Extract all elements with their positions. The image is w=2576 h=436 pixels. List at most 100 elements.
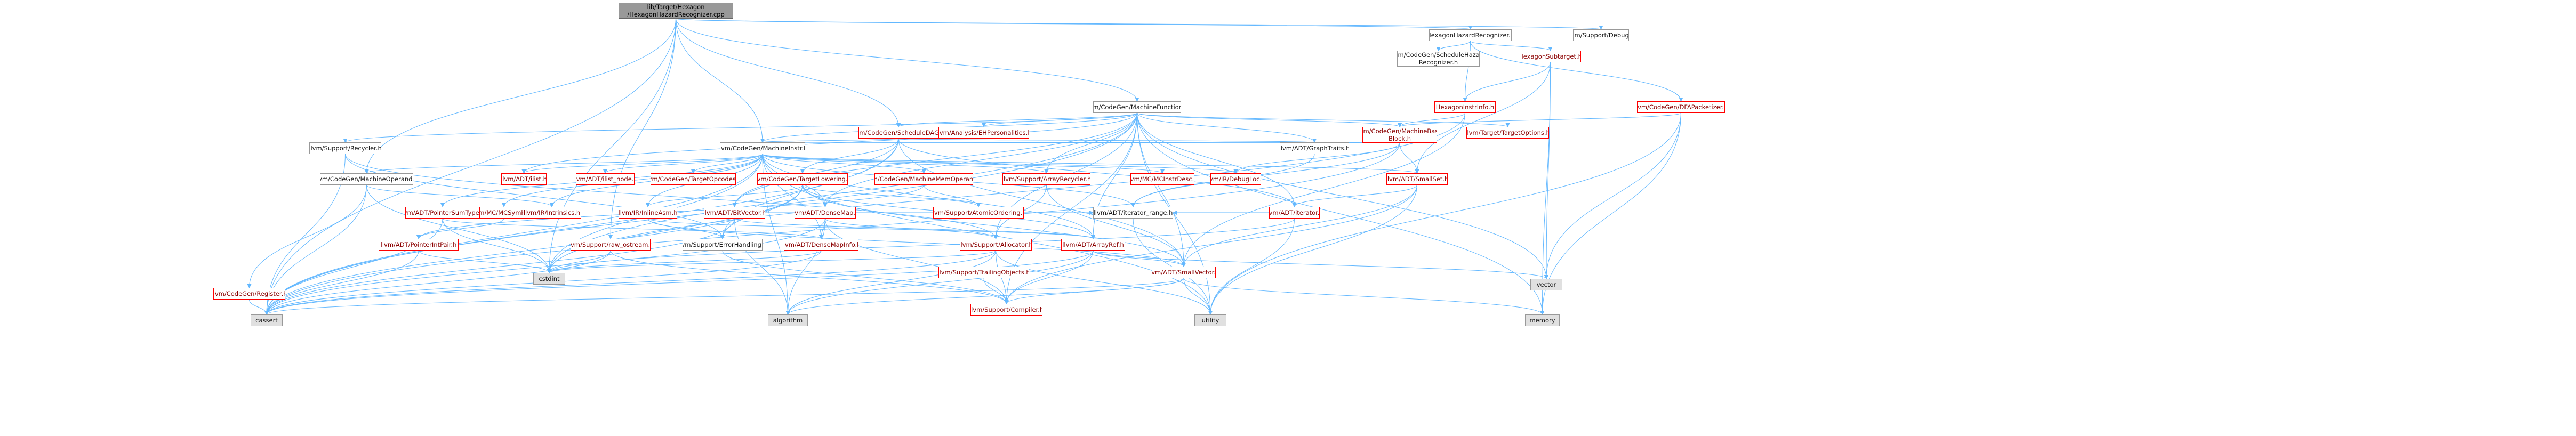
node-bit-vector-h[interactable]: llvm/ADT/BitVector.h: [704, 207, 765, 219]
node-dense-map-h[interactable]: llvm/ADT/DenseMap.h: [795, 207, 856, 219]
edge-smallvector-to-memory: [1183, 278, 1545, 315]
node-ilist-node-h[interactable]: llvm/ADT/ilist_node.h: [576, 173, 635, 185]
node-algorithm[interactable]: algorithm: [768, 314, 808, 326]
edge-mbb-to-smallset: [1399, 142, 1419, 174]
node-trailing-objects-h[interactable]: llvm/Support/TrailingObjects.h: [938, 267, 1029, 278]
node-utility[interactable]: utility: [1194, 314, 1226, 326]
node-small-set-h[interactable]: llvm/ADT/SmallSet.h: [1386, 173, 1448, 185]
edge-dfa-to-utility: [1208, 112, 1681, 315]
node-schedule-dag-h[interactable]: llvm/CodeGen/ScheduleDAG.h: [858, 127, 938, 139]
node-cstdint[interactable]: cstdint: [533, 273, 565, 285]
edge-rawos-to-cstdint: [547, 250, 611, 273]
edge-recycler-to-errh: [345, 154, 725, 239]
node-mc-instr-desc-h[interactable]: llvm/MC/MCInstrDesc.h: [1130, 173, 1194, 185]
edge-mf-to-bitvector: [732, 112, 1137, 207]
edge-smallset-to-compiler: [1004, 184, 1417, 304]
node-iterator-h[interactable]: llvm/ADT/iterator.h: [1269, 207, 1320, 219]
node-support-debug-h[interactable]: llvm/Support/Debug.h: [1573, 29, 1629, 41]
node-register-h[interactable]: llvm/CodeGen/Register.h: [213, 288, 285, 300]
node-hexagon-hazard-recognizer-h[interactable]: HexagonHazardRecognizer.h: [1429, 29, 1512, 41]
node-iterator-range-h[interactable]: llvm/ADT/iterator_range.h: [1093, 207, 1173, 219]
edge-mi-to-debugloc: [762, 154, 1238, 174]
node-eh-personalities-h[interactable]: llvm/Analysis/EHPersonalities.h: [938, 127, 1029, 139]
edge-mf-to-graphtraits: [1137, 112, 1317, 143]
node-allocator-h[interactable]: llvm/Support/Allocator.h: [960, 239, 1032, 251]
node-array-ref-h[interactable]: llvm/ADT/ArrayRef.h: [1061, 239, 1125, 251]
edge-allocator-to-utility: [996, 250, 1213, 315]
edge-dfa-to-mbb: [1398, 112, 1681, 127]
edge-hhr-to-subtarget: [1470, 41, 1553, 51]
node-raw-ostream-h[interactable]: llvm/Support/raw_ostream.h: [571, 239, 651, 251]
node-error-handling-h[interactable]: llvm/Support/ErrorHandling.h: [683, 239, 763, 251]
node-target-options-h[interactable]: llvm/Target/TargetOptions.h: [1466, 127, 1549, 139]
edge-pst-to-cassert: [264, 218, 443, 315]
node-machine-function-h[interactable]: llvm/CodeGen/MachineFunction.h: [1093, 101, 1181, 113]
node-vector[interactable]: vector: [1530, 279, 1562, 290]
node-schedule-hazard-recognizer-h[interactable]: llvm/CodeGen/ScheduleHazard Recognizer.h: [1397, 51, 1480, 67]
node-debug-loc-h[interactable]: llvm/IR/DebugLoc.h: [1210, 173, 1261, 185]
edge-mf-to-vector: [1137, 112, 1548, 279]
node-ilist-h[interactable]: llvm/ADT/ilist.h: [501, 173, 547, 185]
edge-pip-to-cassert: [264, 250, 419, 315]
node-machine-mem-operand-h[interactable]: llvm/CodeGen/MachineMemOperand.h: [874, 173, 973, 185]
node-small-vector-h[interactable]: llvm/ADT/SmallVector.h: [1152, 267, 1216, 278]
node-root-file[interactable]: lib/Target/Hexagon /HexagonHazardRecogni…: [619, 3, 733, 19]
edge-root-to-rawos: [608, 18, 676, 239]
edge-hhr-to-instrinfo: [1463, 41, 1471, 102]
edge-smallset-to-iterator: [1292, 184, 1417, 207]
node-recycler-h[interactable]: llvm/Support/Recycler.h: [309, 142, 381, 154]
edge-pst-to-cstdint: [442, 218, 551, 273]
edge-arrayref-to-cassert: [264, 250, 1094, 315]
node-compiler-h[interactable]: llvm/Support/Compiler.h: [970, 304, 1042, 316]
edge-arrayref-to-smallvector: [1093, 250, 1186, 267]
node-intrinsics-h[interactable]: llvm/IR/Intrinsics.h: [523, 207, 581, 219]
node-hexagon-subtarget-h[interactable]: HexagonSubtarget.h: [1520, 51, 1581, 62]
node-pointer-int-pair-h[interactable]: llvm/ADT/PointerIntPair.h: [379, 239, 459, 251]
edge-mf-to-iterator: [1137, 112, 1297, 207]
node-array-recycler-h[interactable]: llvm/Support/ArrayRecycler.h: [1002, 173, 1090, 185]
edge-mf-to-ilist: [521, 112, 1137, 174]
edge-smallvector-to-algorithm: [785, 278, 1184, 315]
node-target-opcodes-h[interactable]: llvm/CodeGen/TargetOpcodes.h: [651, 173, 736, 185]
edge-root-to-mo: [364, 18, 676, 174]
edge-instrinfo-to-mbb: [1398, 112, 1465, 127]
edge-root-to-sdag: [676, 18, 901, 127]
edge-root-to-cstdint: [547, 18, 676, 273]
node-hexagon-instr-info-h[interactable]: HexagonInstrInfo.h: [1434, 101, 1496, 113]
edge-arrayref-to-algorithm: [785, 250, 1094, 315]
edge-iterator-to-utility: [1208, 218, 1295, 315]
edge-hhr-to-dfa: [1470, 41, 1683, 102]
edge-mf-to-recycler: [343, 112, 1137, 143]
node-graph-traits-h[interactable]: llvm/ADT/GraphTraits.h: [1280, 142, 1349, 154]
node-target-lowering-h[interactable]: llvm/CodeGen/TargetLowering.h: [757, 173, 848, 185]
edge-rawos-to-cassert: [264, 250, 611, 315]
edge-smallvector-to-cassert: [264, 278, 1184, 315]
node-machine-instr-h[interactable]: llvm/CodeGen/MachineInstr.h: [720, 142, 805, 154]
node-atomic-ordering-h[interactable]: llvm/Support/AtomicOrdering.h: [933, 207, 1024, 219]
edge-subtarget-to-memory: [1540, 62, 1551, 315]
node-mc-symbol-h[interactable]: llvm/MC/MCSymbol.h: [469, 207, 539, 219]
node-pointer-sum-type-h[interactable]: llvm/ADT/PointerSumType.h: [405, 207, 480, 219]
edge-mf-to-densemap: [823, 112, 1137, 207]
edge-densemap-to-algorithm: [785, 218, 825, 315]
edge-root-to-dbg: [676, 18, 1603, 30]
node-dfa-packetizer-h[interactable]: llvm/CodeGen/DFAPacketizer.h: [1637, 101, 1725, 113]
edge-dmi-to-cstdint: [547, 250, 822, 273]
node-machine-operand-h[interactable]: llvm/CodeGen/MachineOperand.h: [320, 173, 413, 185]
node-machine-basic-block-h[interactable]: llvm/CodeGen/MachineBasic Block.h: [1362, 127, 1437, 143]
node-inline-asm-h[interactable]: llvm/IR/InlineAsm.h: [619, 207, 677, 219]
edge-mi-to-mo: [364, 154, 763, 174]
edge-mi-to-arrayref: [762, 154, 1095, 239]
edge-smallvector-to-utility: [1183, 278, 1213, 315]
edge-arrayref-to-vector: [1093, 250, 1548, 279]
node-cassert[interactable]: cassert: [251, 314, 283, 326]
edge-register-to-cassert: [249, 299, 269, 315]
edge-allocator-to-algorithm: [785, 250, 996, 315]
edge-dfa-to-vector: [1544, 112, 1681, 279]
edge-subtarget-to-vector: [1544, 62, 1551, 279]
node-dense-map-info-h[interactable]: llvm/ADT/DenseMapInfo.h: [784, 239, 858, 251]
edge-mi-to-mmo: [762, 154, 926, 174]
edge-mbb-to-debugloc: [1233, 142, 1400, 174]
node-memory[interactable]: memory: [1525, 314, 1560, 326]
